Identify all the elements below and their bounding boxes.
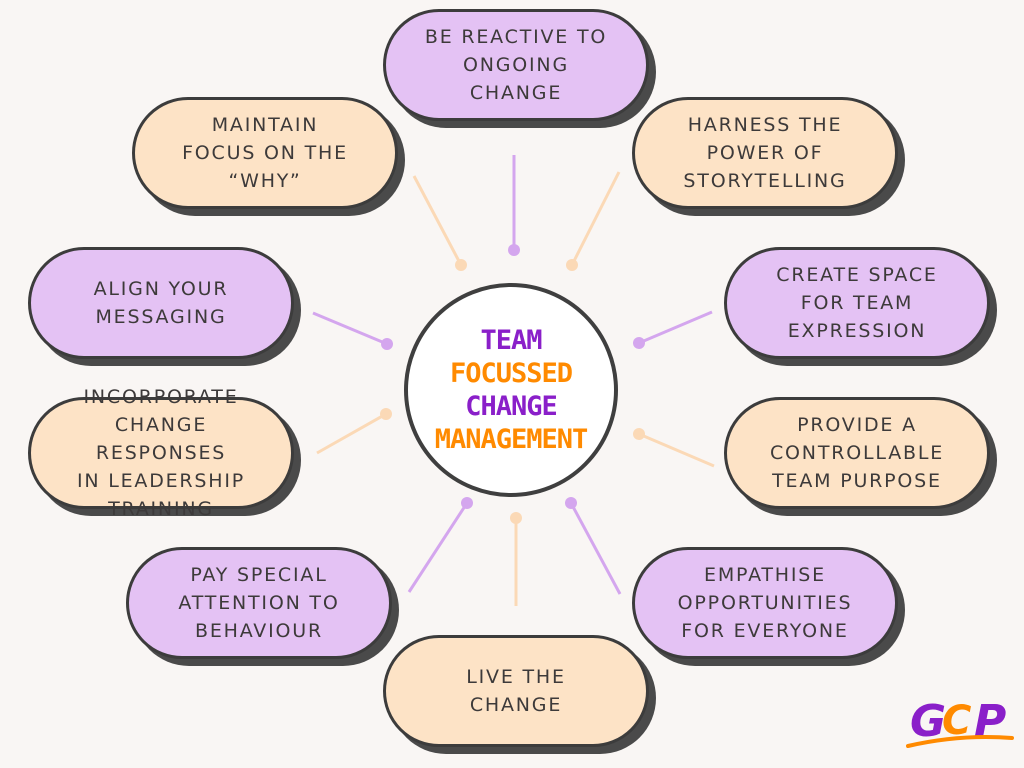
connector-dot-reactive bbox=[508, 244, 520, 256]
node-storytelling-label: Harness the power of storytelling bbox=[683, 114, 847, 192]
connector-behaviour bbox=[407, 502, 469, 593]
node-behaviour: Pay special attention to behaviour bbox=[126, 547, 392, 659]
connector-dot-leadership bbox=[380, 408, 392, 420]
node-leadership-training: Incorporate change responses in leadersh… bbox=[28, 386, 294, 520]
center-title-line-1: TEAM bbox=[480, 325, 542, 356]
connector-dot-behaviour bbox=[461, 497, 473, 509]
connector-purpose bbox=[638, 432, 715, 468]
connector-leadership bbox=[316, 412, 387, 455]
node-be-reactive: Be reactive to ongoing change bbox=[383, 9, 649, 121]
connector-why bbox=[412, 175, 463, 266]
node-behaviour-label: Pay special attention to behaviour bbox=[178, 564, 340, 642]
connector-messaging bbox=[312, 311, 388, 346]
node-focus-on-why: Maintain focus on the “why” bbox=[132, 97, 398, 209]
node-align-messaging-label: Align your messaging bbox=[93, 278, 229, 328]
node-storytelling: Harness the power of storytelling bbox=[632, 97, 898, 209]
center-title-line-4: MANAGEMENT bbox=[434, 424, 589, 455]
node-live-the-change-label: Live the change bbox=[466, 666, 566, 716]
connector-dot-messaging bbox=[381, 338, 393, 350]
gcp-logo-icon: G C P bbox=[906, 696, 1014, 748]
node-team-purpose-label: Provide a controllable team purpose bbox=[769, 414, 945, 492]
node-team-purpose: Provide a controllable team purpose bbox=[724, 397, 990, 509]
node-be-reactive-label: Be reactive to ongoing change bbox=[424, 26, 608, 104]
connector-dot-live bbox=[510, 512, 522, 524]
node-team-expression-label: Create space for team expression bbox=[776, 264, 938, 342]
node-empathise-label: Empathise opportunities for everyone bbox=[677, 564, 853, 642]
connector-space bbox=[638, 310, 713, 345]
connector-dot-storytelling bbox=[566, 259, 578, 271]
connector-dot-purpose bbox=[633, 428, 645, 440]
node-team-expression: Create space for team expression bbox=[724, 247, 990, 359]
connector-dot-empathise bbox=[565, 497, 577, 509]
node-empathise: Empathise opportunities for everyone bbox=[632, 547, 898, 659]
center-title-line-2: FOCUSSED bbox=[449, 358, 573, 389]
node-focus-on-why-label: Maintain focus on the “why” bbox=[182, 114, 348, 192]
node-align-messaging: Align your messaging bbox=[28, 247, 294, 359]
connector-empathise bbox=[569, 502, 622, 595]
center-title-circle: TEAM FOCUSSED CHANGE MANAGEMENT bbox=[404, 283, 618, 497]
connector-storytelling bbox=[570, 171, 621, 266]
connector-dot-space bbox=[633, 337, 645, 349]
connector-dot-why bbox=[455, 259, 467, 271]
node-live-the-change: Live the change bbox=[383, 635, 649, 747]
center-title-line-3: CHANGE bbox=[465, 391, 558, 422]
node-leadership-training-label: Incorporate change responses in leadersh… bbox=[76, 386, 246, 520]
